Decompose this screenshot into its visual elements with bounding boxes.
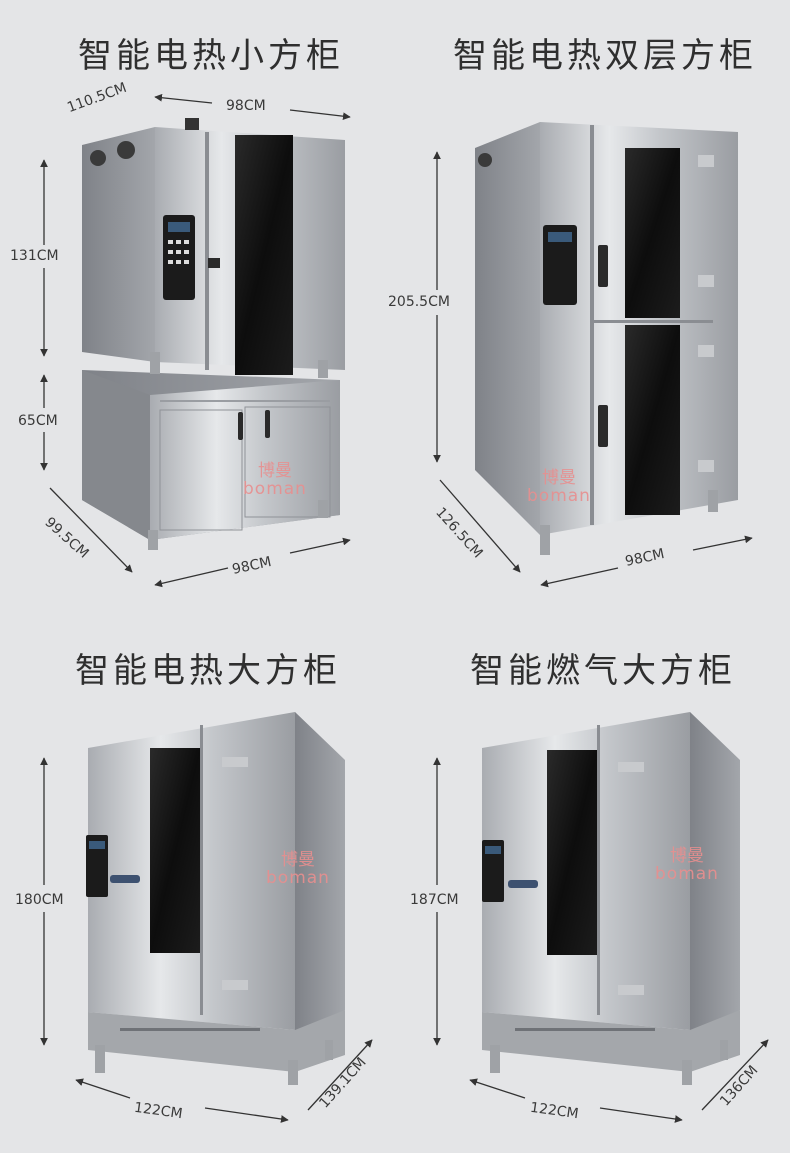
panel-title-gas-cabinet: 智能燃气大方柜 [470,651,736,691]
watermark-cn: 博曼 [669,846,704,866]
watermark-double-cabinet: 博曼 boman [527,468,591,506]
watermark-en: boman [527,485,591,506]
watermark-cn: 博曼 [541,468,576,488]
watermark-en: boman [266,867,330,888]
panel-title-double-cabinet: 智能电热双层方柜 [453,36,757,76]
dimension-lines [40,93,769,1123]
watermark-cn: 博曼 [280,850,315,870]
dim-height-lower: 65CM [18,413,58,429]
watermark-small-cabinet: 博曼 boman [243,461,307,499]
small-cabinet-illustration [82,118,345,550]
dim-height: 205.5CM [388,294,450,310]
dim-height: 180CM [15,892,64,908]
watermark-en: boman [655,863,719,884]
dim-width-top: 98CM [226,98,266,114]
panel-title-small-cabinet: 智能电热小方柜 [78,36,344,76]
panel-title-large-cabinet: 智能电热大方柜 [75,651,341,691]
watermark-large-cabinet: 博曼 boman [266,850,330,888]
large-cabinet-illustration [86,712,345,1085]
double-cabinet-illustration [475,122,738,555]
dim-height-upper: 131CM [10,248,59,264]
dim-height: 187CM [410,892,459,908]
watermark-gas-cabinet: 博曼 boman [655,846,719,884]
watermark-cn: 博曼 [257,461,292,481]
watermark-en: boman [243,478,307,499]
gas-cabinet-illustration [482,712,740,1085]
